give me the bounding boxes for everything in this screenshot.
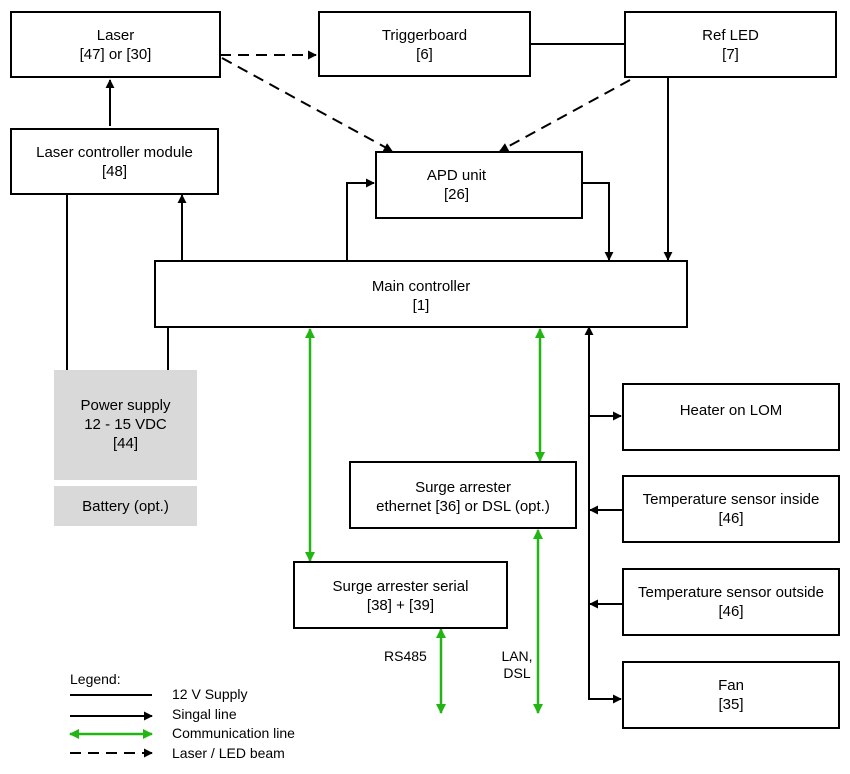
heater-box: Heater on LOM — [622, 383, 840, 451]
dsl-label: DSL — [503, 665, 531, 681]
ref-led-name: Ref LED — [702, 27, 759, 44]
triggerboard-ref: [6] — [416, 46, 433, 63]
temperature-sensor-outside-box: Temperature sensor outside [46] — [622, 568, 840, 636]
surge-arrester-serial-name: Surge arrester serial — [332, 578, 469, 595]
lan-dsl-label: LAN, DSL — [497, 648, 537, 682]
temperature-sensor-outside-name: Temperature sensor outside — [638, 584, 824, 601]
battery-name: Battery (opt.) — [82, 497, 169, 515]
legend-label-communication: Communication line — [172, 725, 295, 741]
legend-label-beam: Laser / LED beam — [172, 745, 285, 761]
surge-arrester-ethernet-box: Surge arrester ethernet [36] or DSL (opt… — [349, 461, 577, 529]
surge-arrester-ethernet-name: Surge arrester — [415, 479, 511, 496]
triggerboard-box: Triggerboard [6] — [318, 11, 531, 77]
lan-label: LAN, — [501, 648, 533, 664]
laser-controller-ref: [48] — [101, 163, 128, 180]
laser-box: Laser [47] or [30] — [10, 11, 221, 78]
temperature-sensor-inside-box: Temperature sensor inside [46] — [622, 475, 840, 543]
ref-led-ref: [7] — [722, 46, 739, 63]
fan-box: Fan [35] — [622, 661, 840, 729]
main-controller-name: Main controller — [371, 278, 471, 295]
surge-arrester-serial-box: Surge arrester serial [38] + [39] — [293, 561, 508, 629]
legend-label-supply: 12 V Supply — [172, 686, 248, 702]
signal-apd-to-main — [582, 182, 614, 261]
fan-name: Fan — [718, 677, 744, 694]
signal-main-to-apd — [346, 178, 375, 261]
ref-led-box: Ref LED [7] — [624, 11, 837, 78]
beam-refled-to-apd — [499, 79, 631, 152]
communication-lines — [305, 328, 545, 714]
laser-ref: [47] or [30] — [79, 46, 152, 63]
fan-ref: [35] — [718, 696, 744, 713]
supply-lines — [66, 43, 625, 370]
signal-lines — [105, 78, 673, 704]
apd-unit-name: APD unit — [426, 167, 487, 184]
triggerboard-name: Triggerboard — [381, 27, 468, 44]
beam-lines — [220, 50, 631, 152]
laser-name: Laser — [96, 27, 135, 44]
heater-name: Heater on LOM — [679, 402, 783, 419]
power-supply-voltage: 12 - 15 VDC — [84, 416, 167, 433]
rs485-label: RS485 — [384, 648, 427, 664]
laser-controller-name: Laser controller module — [36, 144, 193, 161]
legend-title: Legend: — [70, 671, 121, 687]
main-controller-box: Main controller [1] — [154, 260, 688, 328]
temperature-sensor-inside-name: Temperature sensor inside — [642, 491, 820, 508]
power-supply-box: Power supply 12 - 15 VDC [44] — [54, 370, 197, 480]
laser-controller-box: Laser controller module [48] — [10, 128, 219, 195]
apd-unit-ref: [26] — [443, 186, 470, 203]
power-supply-name: Power supply — [80, 397, 171, 414]
apd-unit-box: APD unit [26] — [375, 151, 583, 219]
surge-arrester-serial-ref: [38] + [39] — [366, 597, 435, 614]
battery-box: Battery (opt.) — [54, 486, 197, 526]
beam-laser-to-apd — [221, 57, 393, 152]
temperature-sensor-outside-ref: [46] — [718, 603, 744, 620]
temperature-sensor-inside-ref: [46] — [718, 510, 744, 527]
legend-samples — [69, 694, 153, 758]
power-supply-ref: [44] — [112, 435, 139, 452]
surge-arrester-ethernet-ref: ethernet [36] or DSL (opt.) — [376, 498, 550, 515]
legend-label-signal: Singal line — [172, 706, 237, 722]
main-controller-ref: [1] — [412, 297, 430, 314]
